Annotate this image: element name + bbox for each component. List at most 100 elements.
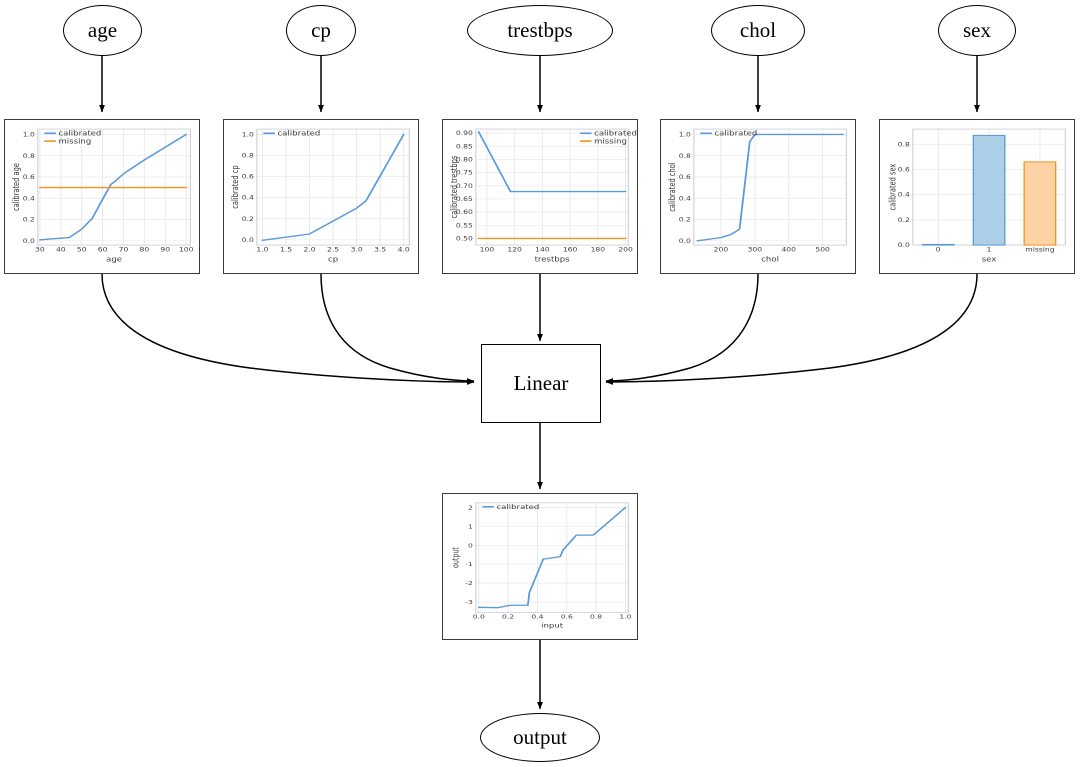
svg-text:0.85: 0.85	[456, 143, 473, 150]
svg-text:100: 100	[179, 247, 194, 254]
svg-text:age: age	[106, 255, 122, 263]
node-cp-label: cp	[311, 18, 331, 42]
svg-text:1.0: 1.0	[619, 614, 631, 621]
svg-text:-1: -1	[465, 561, 473, 568]
svg-text:120: 120	[507, 247, 522, 254]
svg-text:0.2: 0.2	[898, 217, 910, 224]
svg-text:0: 0	[936, 247, 941, 254]
svg-text:50: 50	[77, 247, 87, 254]
svg-text:1.0: 1.0	[242, 131, 254, 138]
node-output-label: output	[513, 725, 567, 749]
svg-text:0.75: 0.75	[456, 169, 473, 176]
svg-text:0.6: 0.6	[23, 174, 35, 181]
svg-text:2.0: 2.0	[303, 247, 315, 254]
node-cp[interactable]: cp	[286, 5, 356, 56]
svg-text:180: 180	[591, 247, 606, 254]
svg-text:0.4: 0.4	[23, 195, 35, 202]
node-age[interactable]: age	[63, 5, 142, 56]
edge-cpplot-to-linear	[320, 273, 475, 384]
node-linear-label: Linear	[513, 371, 569, 395]
svg-text:calibrated trestbps: calibrated trestbps	[449, 156, 459, 219]
svg-text:calibrated: calibrated	[496, 503, 539, 511]
svg-text:30: 30	[35, 247, 45, 254]
svg-text:4.0: 4.0	[398, 247, 410, 254]
svg-text:1.5: 1.5	[280, 247, 292, 254]
svg-text:0.6: 0.6	[242, 173, 254, 180]
svg-text:1.0: 1.0	[23, 131, 35, 138]
svg-text:3.0: 3.0	[351, 247, 363, 254]
svg-text:-3: -3	[465, 599, 473, 606]
svg-text:80: 80	[140, 247, 150, 254]
svg-text:-2: -2	[465, 580, 473, 587]
svg-text:calibrated chol: calibrated chol	[667, 162, 677, 211]
svg-text:0.65: 0.65	[456, 196, 473, 203]
svg-text:500: 500	[815, 247, 830, 254]
svg-text:100: 100	[480, 247, 495, 254]
svg-text:0.0: 0.0	[242, 237, 254, 244]
node-chol-label: chol	[739, 18, 777, 42]
svg-text:calibrated: calibrated	[594, 130, 637, 138]
svg-text:160: 160	[563, 247, 578, 254]
svg-text:cp: cp	[328, 255, 338, 263]
svg-text:chol: chol	[761, 255, 779, 263]
svg-text:calibrated: calibrated	[277, 130, 320, 138]
svg-text:missing: missing	[1025, 247, 1054, 254]
svg-text:0.2: 0.2	[242, 216, 254, 223]
svg-text:0.4: 0.4	[898, 192, 910, 199]
node-linear[interactable]: Linear	[481, 344, 601, 423]
svg-text:0.8: 0.8	[898, 141, 910, 148]
svg-text:0.0: 0.0	[898, 242, 910, 249]
node-chol[interactable]: chol	[711, 5, 805, 56]
svg-text:0.70: 0.70	[456, 183, 473, 190]
svg-text:200: 200	[714, 247, 729, 254]
svg-text:140: 140	[535, 247, 550, 254]
svg-text:0.0: 0.0	[679, 238, 691, 245]
svg-text:0.8: 0.8	[679, 153, 691, 160]
svg-text:calibrated age: calibrated age	[11, 163, 21, 211]
svg-text:0.6: 0.6	[561, 614, 573, 621]
svg-text:missing: missing	[594, 137, 627, 145]
node-age-label: age	[87, 18, 118, 42]
svg-text:calibrated: calibrated	[714, 130, 757, 138]
svg-text:1.0: 1.0	[256, 247, 268, 254]
node-output[interactable]: output	[480, 713, 600, 762]
svg-text:calibrated: calibrated	[58, 130, 101, 138]
svg-text:trestbps: trestbps	[535, 255, 570, 263]
svg-text:input: input	[541, 622, 563, 630]
node-sex[interactable]: sex	[938, 5, 1016, 56]
svg-text:0.55: 0.55	[456, 222, 473, 229]
svg-text:0.80: 0.80	[456, 156, 473, 163]
node-trestbps-label: trestbps	[507, 18, 573, 42]
svg-text:0.2: 0.2	[23, 216, 35, 223]
svg-text:2.5: 2.5	[327, 247, 339, 254]
svg-text:missing: missing	[58, 137, 91, 145]
svg-text:200: 200	[618, 247, 633, 254]
svg-text:2: 2	[468, 504, 473, 511]
svg-text:400: 400	[781, 247, 796, 254]
svg-text:1: 1	[987, 247, 992, 254]
svg-text:calibrated sex: calibrated sex	[888, 163, 898, 210]
svg-text:0.4: 0.4	[679, 195, 691, 202]
svg-text:1: 1	[468, 523, 473, 530]
node-trestbps[interactable]: trestbps	[467, 5, 613, 56]
svg-text:3.5: 3.5	[374, 247, 386, 254]
svg-text:0.60: 0.60	[456, 209, 473, 216]
svg-text:0.0: 0.0	[473, 614, 485, 621]
edge-ageplot-to-linear	[101, 273, 475, 385]
plot-sex[interactable]: 0.0 0.2 0.4 0.6 0.8 0 1 missing sex calibrated se…	[879, 119, 1075, 274]
edge-cholplot-to-linear	[605, 273, 759, 384]
svg-text:0.4: 0.4	[531, 614, 543, 621]
svg-text:output: output	[451, 547, 461, 568]
edge-sexplot-to-linear	[605, 273, 978, 385]
svg-text:0: 0	[468, 542, 473, 549]
svg-text:sex: sex	[982, 255, 997, 263]
svg-text:0.6: 0.6	[898, 166, 910, 173]
svg-text:calibrated cp: calibrated cp	[230, 165, 240, 209]
svg-text:0.8: 0.8	[590, 614, 602, 621]
